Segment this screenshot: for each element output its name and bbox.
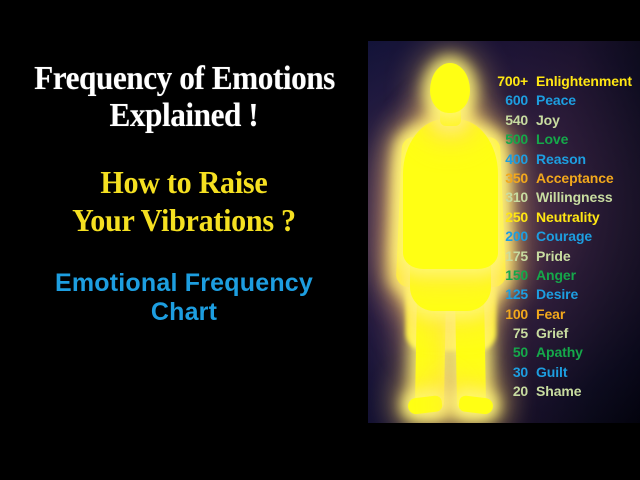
left-text-column: Frequency of Emotions Explained ! How to…	[33, 60, 335, 326]
scale-frequency-value: 400	[505, 150, 528, 167]
subtitle-line-2: Your Vibrations ?	[72, 201, 296, 238]
scale-emotion-label: Pride	[536, 247, 571, 264]
scale-row: 30 Guilt	[490, 364, 640, 383]
scale-emotion-label: Love	[536, 131, 569, 148]
scale-row: 50 Apathy	[490, 344, 640, 363]
scale-row: 150 Anger	[490, 267, 640, 286]
scale-row: 700+ Enlightenment	[490, 73, 640, 92]
scale-frequency-value: 30	[512, 363, 528, 380]
subtitle-line-1: How to Raise	[100, 163, 268, 200]
scale-frequency-value: 310	[505, 189, 528, 206]
scale-row: 20 Shame	[490, 383, 640, 402]
frequency-chart-panel: 700+ Enlightenment 600 Peace 540 Joy 500 Love 40…	[368, 41, 640, 423]
scale-row: 75 Grief	[490, 325, 640, 344]
scale-row: 100 Fear	[490, 306, 640, 325]
scale-row: 310 Willingness	[490, 189, 640, 208]
scale-frequency-value: 20	[512, 383, 528, 400]
scale-row: 175 Pride	[490, 248, 640, 267]
scale-row: 250 Neutrality	[490, 209, 640, 228]
scale-row: 400 Reason	[490, 151, 640, 170]
scale-frequency-value: 350	[505, 169, 528, 186]
scale-emotion-label: Acceptance	[536, 169, 614, 186]
scale-frequency-value: 540	[505, 111, 528, 128]
scale-row: 125 Desire	[490, 286, 640, 305]
scale-frequency-value: 125	[505, 286, 528, 303]
torso-shape	[403, 119, 498, 269]
scale-frequency-value: 600	[505, 92, 528, 109]
emotion-scale-list: 700+ Enlightenment 600 Peace 540 Joy 500 Love 40…	[490, 73, 640, 403]
page-title-line-1: Frequency of Emotions	[33, 60, 335, 97]
page-title-line-2: Explained !	[109, 97, 259, 135]
scale-row: 350 Acceptance	[490, 170, 640, 189]
scale-emotion-label: Anger	[536, 266, 576, 283]
scale-emotion-label: Shame	[536, 383, 582, 400]
scale-frequency-value: 75	[512, 325, 528, 342]
scale-emotion-label: Courage	[536, 228, 593, 245]
scale-emotion-label: Reason	[536, 150, 586, 167]
scale-row: 540 Joy	[490, 112, 640, 131]
scale-row: 600 Peace	[490, 92, 640, 111]
scale-emotion-label: Fear	[536, 305, 566, 322]
scale-frequency-value: 200	[505, 228, 528, 245]
scale-row: 500 Love	[490, 131, 640, 150]
scale-frequency-value: 50	[512, 344, 528, 361]
chart-caption-line-1: Emotional Frequency	[54, 268, 313, 297]
human-silhouette-figure	[376, 49, 526, 421]
scale-emotion-label: Peace	[536, 92, 576, 109]
head-shape	[430, 63, 470, 113]
chart-caption-line-2: Chart	[150, 297, 218, 326]
scale-emotion-label: Enlightenment	[536, 73, 632, 89]
scale-emotion-label: Grief	[536, 325, 569, 342]
scale-emotion-label: Joy	[536, 111, 560, 128]
right-foot-shape	[458, 394, 494, 416]
scale-emotion-label: Apathy	[536, 344, 583, 361]
left-foot-shape	[407, 394, 443, 416]
scale-frequency-value: 250	[505, 208, 528, 225]
scale-emotion-label: Desire	[536, 286, 579, 303]
scale-frequency-value: 150	[505, 266, 528, 283]
scale-emotion-label: Neutrality	[536, 208, 600, 225]
scale-frequency-value: 175	[505, 247, 528, 264]
scale-frequency-value: 100	[505, 305, 528, 322]
scale-emotion-label: Guilt	[536, 363, 568, 380]
scale-row: 200 Courage	[490, 228, 640, 247]
scale-frequency-value: 700+	[497, 73, 528, 89]
scale-emotion-label: Willingness	[536, 189, 613, 206]
scale-frequency-value: 500	[505, 131, 528, 148]
